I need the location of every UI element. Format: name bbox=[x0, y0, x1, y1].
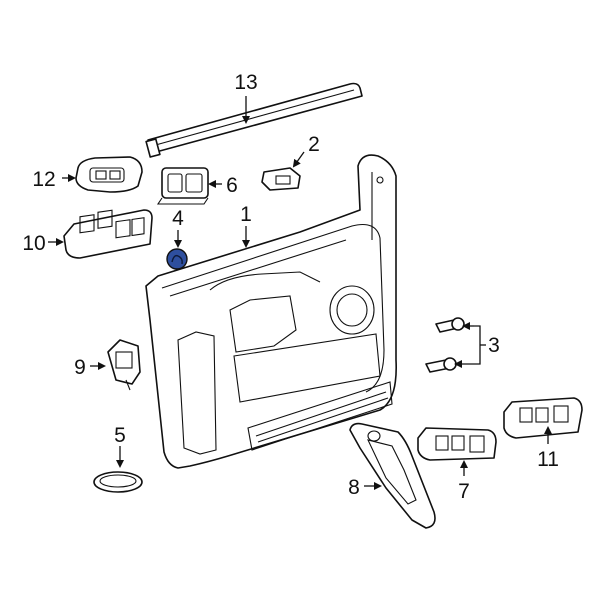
callout-10: 10 bbox=[22, 232, 45, 255]
callout-8: 8 bbox=[348, 476, 360, 499]
part-6-switch[interactable] bbox=[156, 167, 209, 205]
part-11-switch-panel[interactable] bbox=[503, 397, 583, 439]
callout-1: 1 bbox=[240, 203, 252, 226]
callout-13: 13 bbox=[234, 71, 257, 94]
callout-9: 9 bbox=[74, 356, 86, 379]
callout-4: 4 bbox=[172, 207, 184, 230]
part-4-plug[interactable] bbox=[166, 248, 188, 270]
callout-2: 2 bbox=[308, 133, 320, 156]
leader-lines bbox=[48, 96, 552, 490]
callout-3: 3 bbox=[488, 334, 500, 357]
part-10-switch-panel[interactable] bbox=[63, 209, 153, 259]
callout-5: 5 bbox=[114, 424, 126, 447]
part-3-screws[interactable] bbox=[425, 317, 465, 373]
callout-12: 12 bbox=[32, 168, 55, 191]
callout-7: 7 bbox=[458, 480, 470, 503]
part-2-bracket[interactable] bbox=[261, 167, 301, 191]
part-5-cap[interactable] bbox=[93, 471, 143, 493]
part-9-switch[interactable] bbox=[107, 339, 141, 391]
part-1-door-trim-panel[interactable] bbox=[145, 154, 397, 469]
part-7-switch-panel[interactable] bbox=[417, 427, 497, 461]
callout-6: 6 bbox=[226, 174, 238, 197]
part-13-belt-molding[interactable] bbox=[145, 82, 363, 158]
callout-11: 11 bbox=[537, 448, 559, 471]
part-12-switch-bezel[interactable] bbox=[75, 156, 143, 193]
part-8-handle-bezel[interactable] bbox=[349, 422, 436, 529]
